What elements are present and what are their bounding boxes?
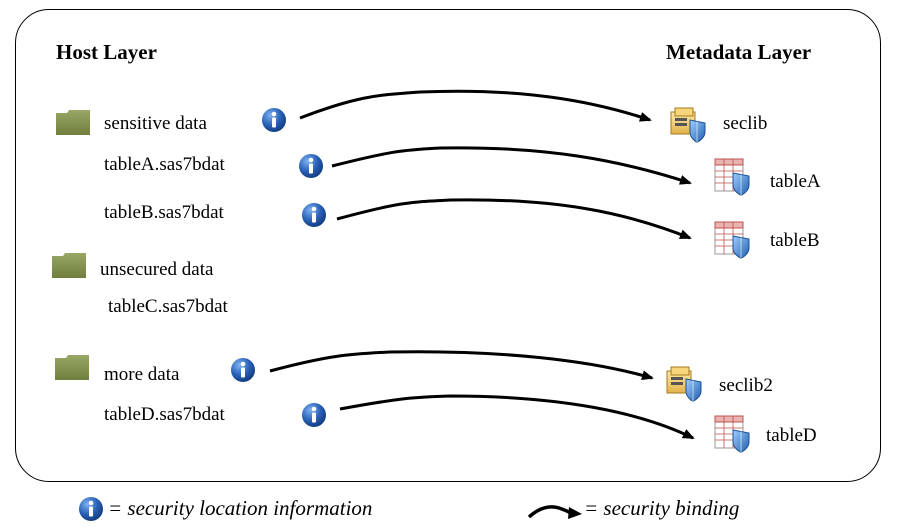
folder-icon: [56, 110, 90, 135]
info-icon[interactable]: [301, 202, 327, 228]
host-item-sensitive-data[interactable]: sensitive data: [104, 113, 207, 134]
metadata-item-tableD[interactable]: tableD: [766, 425, 817, 446]
legend-binding-arrow-icon: [527, 505, 582, 519]
host-layer-title: Host Layer: [56, 40, 157, 64]
metadata-item-tableB[interactable]: tableB: [770, 230, 820, 251]
binding-arrow-seclib: [299, 89, 652, 122]
legend-binding-text: = security binding: [584, 496, 740, 520]
host-item-unsecured-data[interactable]: unsecured data: [100, 259, 214, 280]
info-icon[interactable]: [298, 153, 324, 179]
legend-info-icon: [78, 496, 104, 522]
folder-icon: [55, 355, 89, 380]
folder-icon: [52, 253, 86, 278]
metadata-item-seclib[interactable]: seclib: [723, 113, 768, 134]
secured-library-icon: [664, 363, 704, 403]
binding-arrow-tableD: [339, 394, 695, 440]
metadata-item-tableA[interactable]: tableA: [770, 171, 821, 192]
host-item-tableA[interactable]: tableA.sas7bdat: [104, 154, 225, 175]
host-item-tableC[interactable]: tableC.sas7bdat: [108, 296, 228, 317]
binding-arrow-seclib2: [269, 350, 654, 381]
metadata-item-seclib2[interactable]: seclib2: [719, 375, 773, 396]
host-item-more-data[interactable]: more data: [104, 364, 180, 385]
host-item-tableB[interactable]: tableB.sas7bdat: [104, 202, 224, 223]
binding-arrow-tableA: [331, 146, 692, 185]
secured-table-icon: [713, 157, 753, 197]
info-icon[interactable]: [230, 357, 256, 383]
binding-arrow-tableB: [336, 198, 692, 240]
secured-table-icon: [713, 414, 753, 454]
diagram-frame: [15, 9, 881, 482]
legend-info-text: = security location information: [108, 496, 373, 520]
metadata-layer-title: Metadata Layer: [666, 40, 812, 64]
info-icon[interactable]: [261, 107, 287, 133]
secured-table-icon: [713, 220, 753, 260]
host-item-tableD[interactable]: tableD.sas7bdat: [104, 404, 225, 425]
secured-library-icon: [668, 104, 708, 144]
info-icon[interactable]: [301, 402, 327, 428]
